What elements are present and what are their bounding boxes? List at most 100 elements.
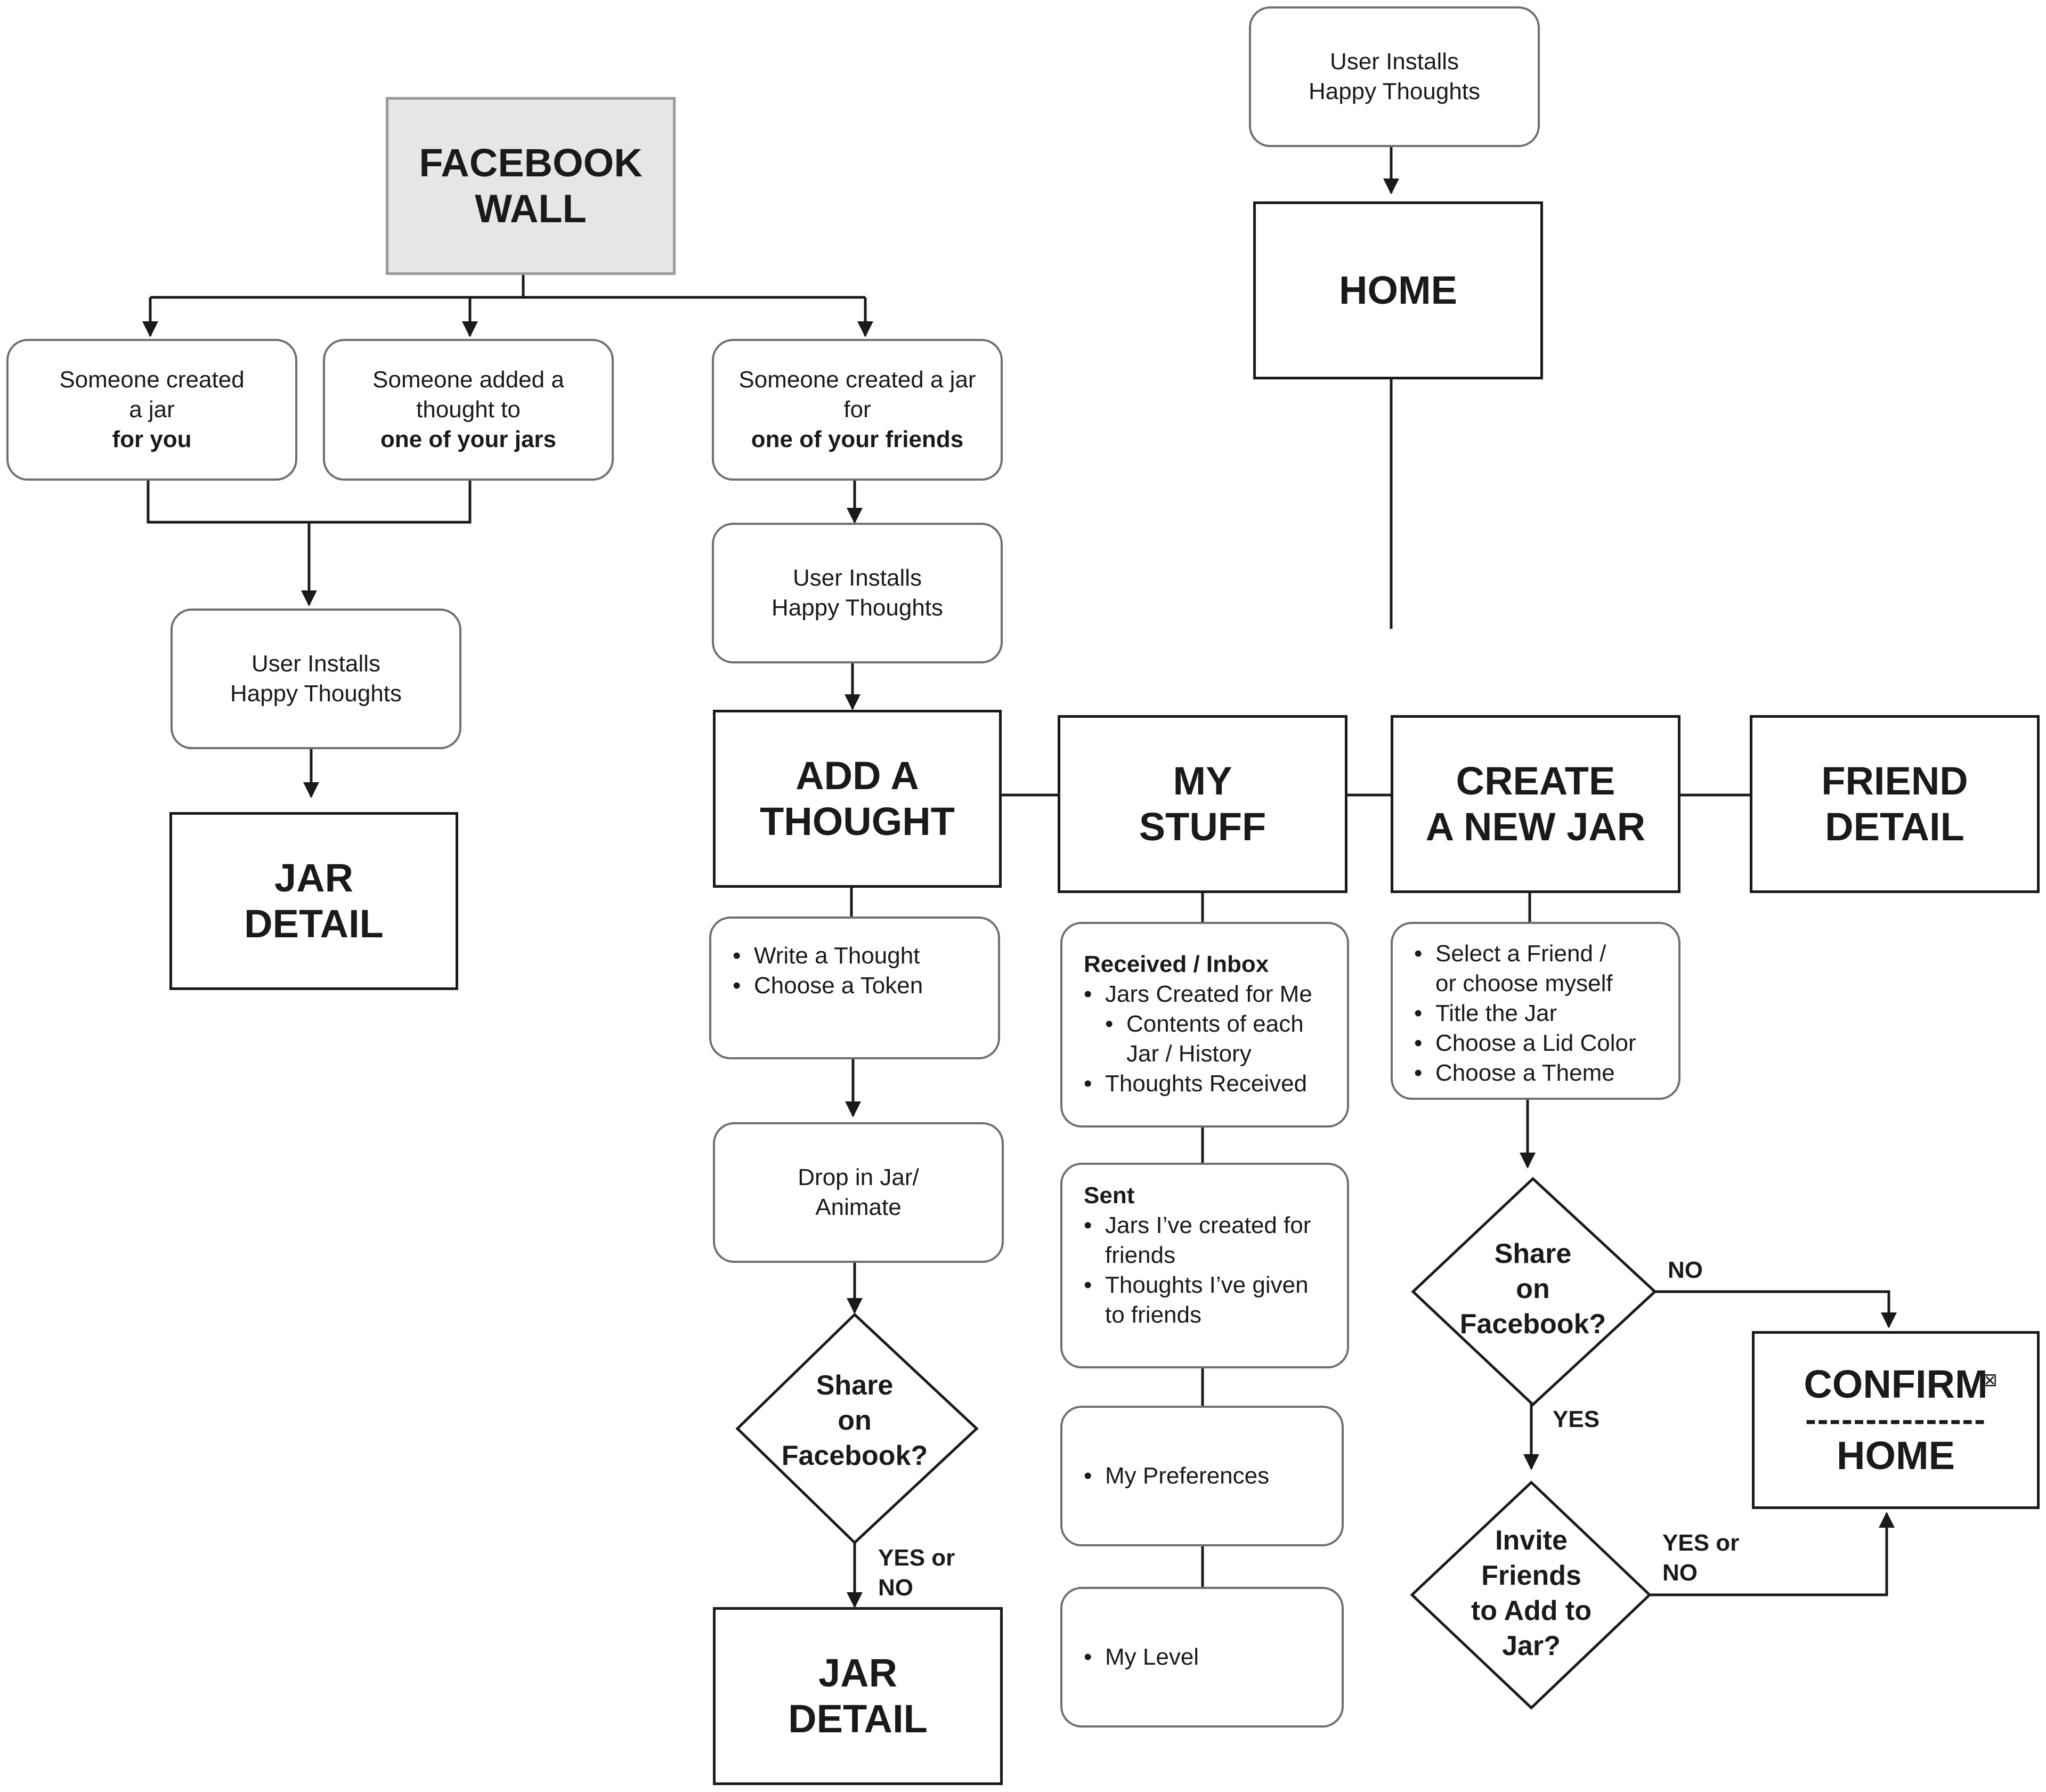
diamond-line: Share xyxy=(1494,1238,1572,1269)
screen-line: DETAIL xyxy=(244,902,384,946)
inbox-title: Received / Inbox xyxy=(1084,951,1269,977)
user-installs-left-card: User Installs Happy Thoughts xyxy=(170,609,461,749)
diamond-line: on xyxy=(1516,1274,1550,1304)
card-line-emphasis: for you xyxy=(112,426,192,452)
fb-added-thought-card: Someone added a thought to one of your j… xyxy=(323,339,614,481)
invite-decision-diamond xyxy=(1410,1480,1652,1710)
diamond-line: Share xyxy=(816,1370,894,1401)
arrow-connector xyxy=(1650,1512,1895,1596)
list-item: Choose a Theme xyxy=(1414,1058,1615,1088)
screen-line: MY xyxy=(1173,759,1232,803)
facebook-wall-box: FACEBOOK WALL xyxy=(386,97,676,275)
card-line: User Installs xyxy=(792,565,922,591)
answer-line: YES or xyxy=(1662,1530,1740,1556)
list-item: Choose a Token xyxy=(733,971,923,1001)
create-jar-steps-card: Select a Friend / or choose myself Title… xyxy=(1391,922,1680,1100)
card-line: Happy Thoughts xyxy=(1308,78,1481,104)
diamond-line: Facebook? xyxy=(781,1440,928,1471)
answer-line: NO xyxy=(1662,1560,1698,1586)
card-line: Happy Thoughts xyxy=(230,680,402,707)
preferences-card: My Preferences xyxy=(1060,1406,1344,1546)
card-line: Someone created a jar xyxy=(738,367,976,393)
drop-in-jar-card: Drop in Jar/ Animate xyxy=(713,1122,1004,1263)
facebook-wall-line1: FACEBOOK xyxy=(419,141,643,185)
list-item: Write a Thought xyxy=(733,941,920,971)
screen-line: JAR xyxy=(274,856,354,900)
diamond-line: on xyxy=(838,1405,872,1436)
arrow-connector xyxy=(1655,1290,1897,1328)
list-item-continued: to friends xyxy=(1105,1302,1201,1328)
share-right-no-label: NO xyxy=(1668,1257,1703,1283)
card-line-emphasis: one of your jars xyxy=(380,426,557,452)
card-line: Someone created xyxy=(59,367,245,393)
card-line: Drop in Jar/ xyxy=(798,1164,919,1190)
list-item-continued: or choose myself xyxy=(1435,970,1613,996)
inbox-card: Received / Inbox Jars Created for Me Con… xyxy=(1060,922,1349,1128)
list-item: Select a Friend / xyxy=(1414,939,1606,969)
home-box: HOME xyxy=(1253,201,1543,379)
jar-detail-bottom-box: JAR DETAIL xyxy=(713,1607,1003,1785)
screen-line: FRIEND xyxy=(1821,759,1968,803)
invite-friends-label: Invite Friends to Add to Jar? xyxy=(1430,1516,1633,1671)
list-item: Title the Jar xyxy=(1414,999,1557,1028)
close-icon: ⊠ xyxy=(1982,1370,1998,1390)
friend-detail-box: FRIEND DETAIL xyxy=(1750,715,2040,893)
facebook-wall-line2: WALL xyxy=(475,187,587,231)
screen-line: DETAIL xyxy=(788,1697,928,1741)
screen-line: CREATE xyxy=(1456,759,1615,803)
sub-list-item: Contents of each xyxy=(1084,1009,1304,1039)
card-line: Someone added a xyxy=(372,367,564,393)
list-item-continued: friends xyxy=(1105,1242,1176,1268)
card-line: User Installs xyxy=(1329,48,1459,75)
invite-answer-label: YES or NO xyxy=(1662,1528,1739,1588)
diamond-line: Invite xyxy=(1495,1525,1568,1556)
fb-created-jar-for-friends-card: Someone created a jar for one of your fr… xyxy=(712,339,1003,481)
add-a-thought-box: ADD A THOUGHT xyxy=(713,710,1002,888)
answer-line: NO xyxy=(878,1575,913,1601)
screen-line: JAR xyxy=(818,1651,898,1695)
share-right-yes-label: YES xyxy=(1553,1406,1600,1432)
diamond-line: to Add to xyxy=(1471,1595,1592,1626)
list-item: Jars Created for Me xyxy=(1084,979,1312,1009)
diamond-line: Friends xyxy=(1481,1560,1581,1591)
card-line: a jar xyxy=(129,396,175,423)
sent-title: Sent xyxy=(1084,1182,1135,1209)
my-stuff-box: MY STUFF xyxy=(1058,715,1347,893)
card-line: for xyxy=(843,396,871,423)
connector xyxy=(147,481,472,524)
screen-line: THOUGHT xyxy=(760,799,955,844)
share-decision-right-diamond xyxy=(1411,1177,1657,1407)
jar-detail-left-box: JAR DETAIL xyxy=(169,812,458,990)
diamond-line: Facebook? xyxy=(1459,1309,1606,1340)
confirm-divider: --------------- xyxy=(1805,1401,1986,1438)
card-line: Animate xyxy=(815,1194,902,1220)
answer-line: YES or xyxy=(878,1545,955,1571)
list-item: My Preferences xyxy=(1084,1461,1269,1491)
list-item: Choose a Lid Color xyxy=(1414,1028,1636,1058)
user-installs-top-card: User Installs Happy Thoughts xyxy=(1249,6,1540,147)
list-item: Thoughts I’ve given xyxy=(1084,1270,1309,1300)
level-card: My Level xyxy=(1060,1587,1344,1728)
screen-line: ADD A xyxy=(795,753,919,798)
share-on-facebook-right-label: Share on Facebook? xyxy=(1432,1228,1634,1350)
add-thought-steps-card: Write a Thought Choose a Token xyxy=(709,917,1000,1059)
user-installs-middle-card: User Installs Happy Thoughts xyxy=(712,523,1003,663)
fb-created-jar-for-you-card: Someone created a jar for you xyxy=(6,339,297,481)
card-line-emphasis: one of your friends xyxy=(751,426,964,452)
screen-line: STUFF xyxy=(1139,805,1266,849)
diamond-line: Jar? xyxy=(1502,1631,1561,1661)
share-decision-left-diamond xyxy=(735,1312,979,1545)
confirm-home-box: CONFIRM --------------- HOME ⊠ xyxy=(1752,1331,2040,1509)
list-item: Jars I’ve created for xyxy=(1084,1211,1311,1240)
share-on-facebook-left-label: Share on Facebook? xyxy=(753,1359,956,1482)
list-item: My Level xyxy=(1084,1642,1199,1672)
confirm-label: CONFIRM xyxy=(1804,1362,1988,1406)
screen-line: DETAIL xyxy=(1825,805,1964,849)
card-line: thought to xyxy=(416,396,521,423)
home-label: HOME xyxy=(1339,268,1457,312)
card-line: User Installs xyxy=(251,651,381,677)
sub-list-item-continued: Jar / History xyxy=(1126,1041,1252,1067)
create-new-jar-box: CREATE A NEW JAR xyxy=(1391,715,1680,893)
